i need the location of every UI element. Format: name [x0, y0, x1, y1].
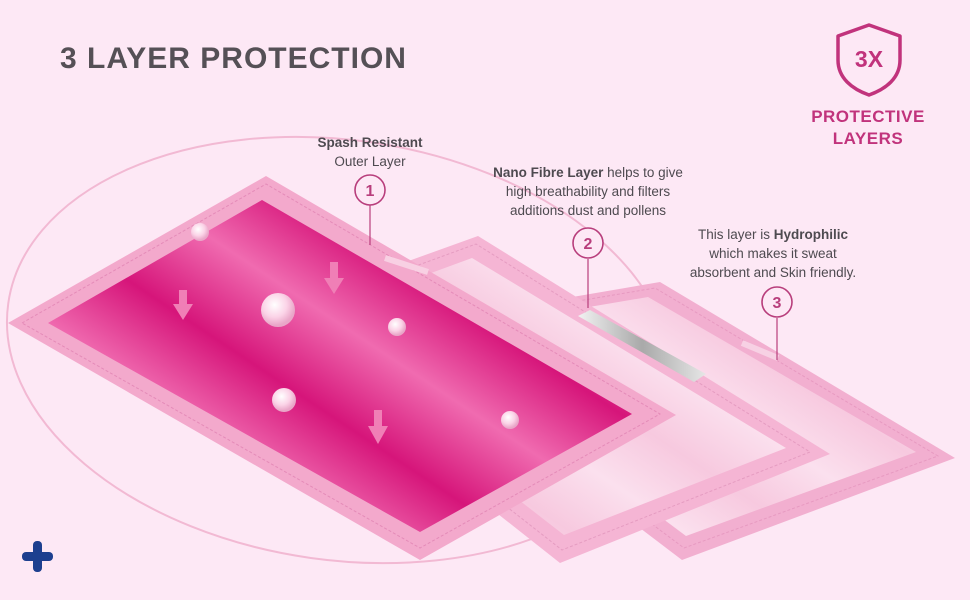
particle-bubble: [191, 223, 209, 241]
callout-marker-1: [354, 174, 386, 206]
annotation-3: This layer is Hydrophilic which makes it…: [673, 225, 873, 282]
callout-marker-3: [761, 286, 793, 318]
badge-line1: PROTECTIVE: [811, 107, 925, 126]
annotation-1-bold: Spash Resistant: [317, 135, 423, 150]
particle-bubble: [261, 293, 295, 327]
annotation-3-line3: absorbent and Skin friendly.: [689, 265, 857, 280]
arrow-down-icon: [173, 290, 193, 320]
annotation-3-prefix: This layer is: [697, 227, 774, 242]
callout-number-1: 1: [366, 183, 375, 200]
annotation-3-bold: Hydrophilic: [773, 227, 849, 242]
badge-line2: LAYERS: [832, 129, 904, 148]
annotation-2: Nano Fibre Layer helps to give high brea…: [478, 163, 698, 220]
annotation-2-line3: additions dust and pollens: [509, 203, 667, 218]
callout-number-2: 2: [584, 236, 593, 253]
annotation-1-text: Outer Layer: [334, 154, 406, 169]
arrow-down-icon: [324, 262, 344, 294]
particle-bubble: [272, 388, 296, 412]
particle-bubble: [388, 318, 406, 336]
page-title: 3 LAYER PROTECTION: [60, 42, 407, 75]
plus-icon: [22, 541, 53, 572]
particle-bubble: [501, 411, 519, 429]
badge-label: PROTECTIVE LAYERS: [800, 106, 936, 150]
annotation-1: Spash Resistant Outer Layer: [300, 133, 440, 171]
callout-marker-2: [572, 227, 604, 259]
badge-number: 3X: [855, 46, 884, 72]
shield-icon: 3X: [836, 23, 902, 97]
annotation-2-text: helps to give: [603, 165, 683, 180]
callout-number-3: 3: [773, 295, 782, 312]
annotation-2-bold: Nano Fibre Layer: [493, 165, 604, 180]
annotation-2-line2: high breathability and filters: [505, 184, 671, 199]
annotation-3-line2: which makes it sweat: [709, 246, 837, 261]
nose-wire: [578, 310, 706, 382]
arrow-down-icon: [368, 410, 388, 444]
layer-1-sheet: [8, 176, 676, 560]
